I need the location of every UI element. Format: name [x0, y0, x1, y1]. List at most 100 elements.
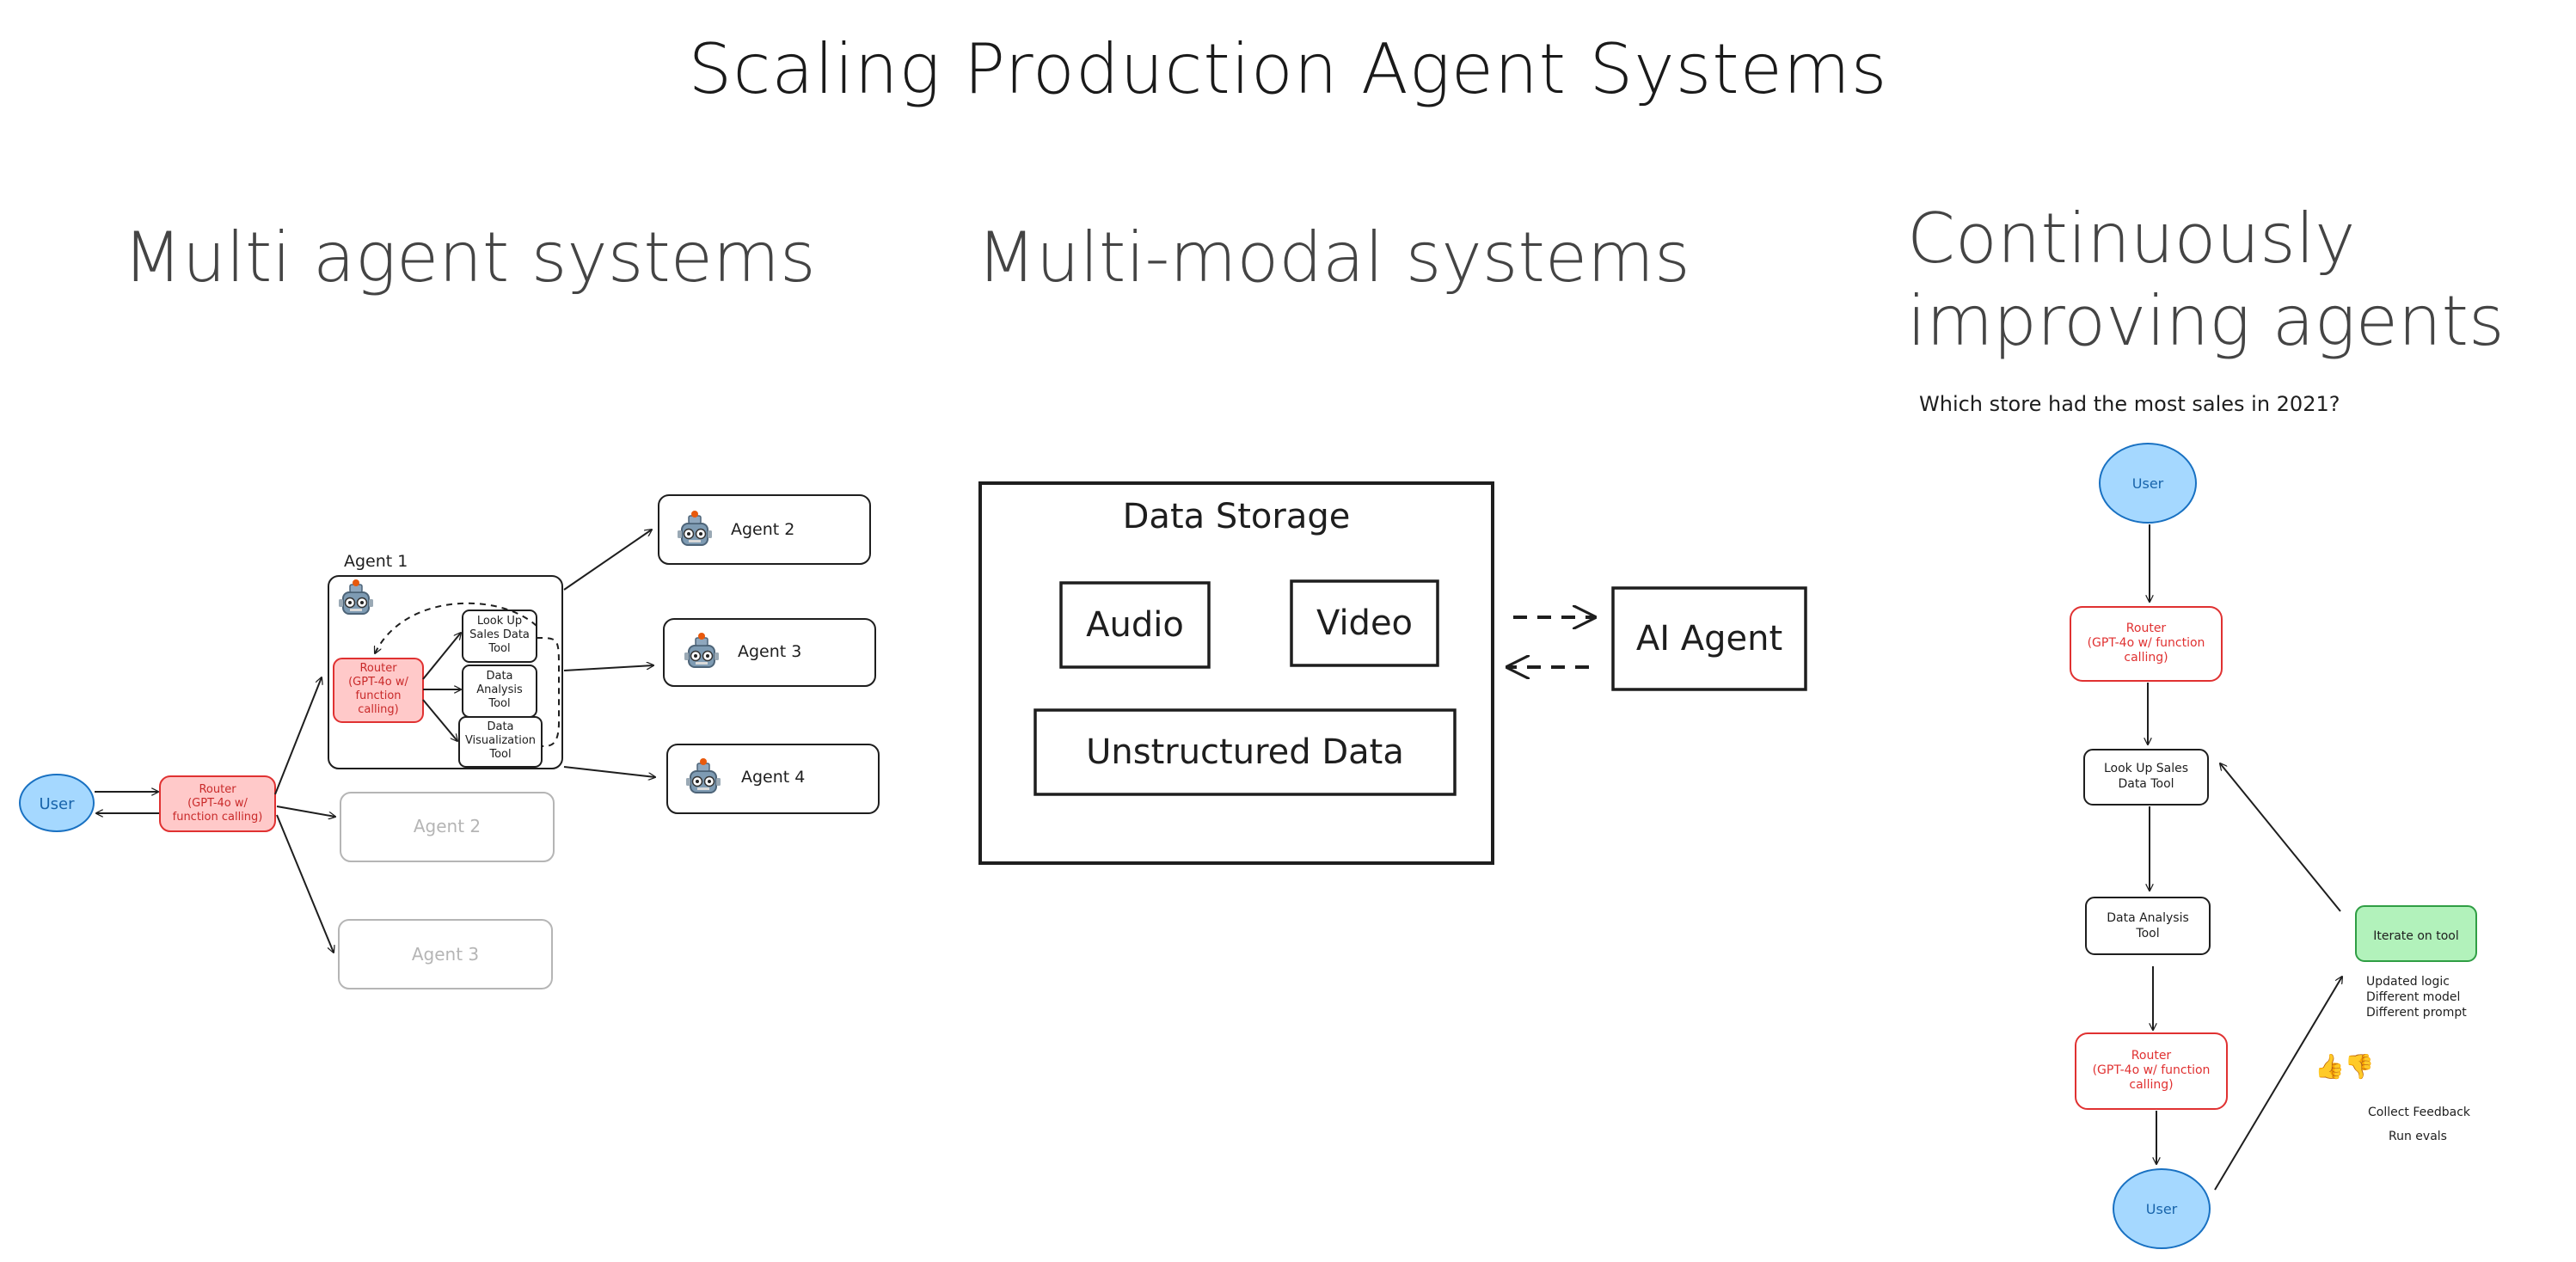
remote-agent-label: Agent 2	[731, 520, 794, 539]
user-bottom-label: User	[2146, 1201, 2178, 1217]
faded-agent-label: Agent 3	[412, 944, 479, 965]
iterate-node: Iterate on tool	[2355, 905, 2477, 962]
remote-agent-2: Agent 2	[658, 494, 871, 565]
feedback-note: Run evals	[2389, 1130, 2447, 1143]
router-label-line: Router	[199, 783, 236, 796]
tool-label-line: Visualization	[465, 734, 536, 747]
tool-label-line: Look Up Sales	[2104, 762, 2188, 775]
arrow-agent1-to-agent2	[563, 530, 652, 591]
tool-label-line: Analysis	[476, 683, 523, 696]
router-label-line: (GPT-4o w/ function	[2088, 636, 2205, 650]
unstructured-label: Unstructured Data	[1086, 732, 1404, 772]
page-title: Scaling Production Agent Systems	[688, 29, 1888, 109]
tool-label-line: Sales Data	[469, 628, 530, 641]
router-label-line: Router	[359, 662, 397, 675]
question-text: Which store had the most sales in 2021?	[1919, 392, 2340, 416]
tool-label-line: Tool	[488, 697, 510, 710]
faded-agent-3: Agent 3	[338, 919, 553, 989]
audio-box: Audio	[1059, 581, 1211, 669]
router-label-line: function calling)	[173, 811, 263, 824]
user-bottom-node: User	[2113, 1168, 2211, 1249]
tool-label-line: Tool	[488, 748, 511, 761]
arrow-agent1-to-agent3	[563, 665, 653, 671]
arrow-router-to-faded-agent2	[276, 806, 335, 817]
arrow-router-to-agent1	[274, 677, 322, 795]
tool-label-line: Data Tool	[2118, 777, 2174, 791]
tool-label-line: Data Analysis	[2107, 911, 2189, 925]
iterate-note: Updated logic	[2366, 975, 2450, 989]
dashed-return-right	[536, 637, 560, 747]
remote-agent-4: Agent 4	[666, 744, 880, 814]
faded-agent-label: Agent 2	[414, 816, 481, 836]
continuous-diagram: Which store had the most sales in 2021? …	[1919, 392, 2477, 1249]
router-label-line: calling)	[2129, 1078, 2173, 1092]
video-label: Video	[1316, 603, 1413, 643]
faded-agent-2: Agent 2	[340, 792, 555, 862]
thumbs-icon: 👍👎	[2315, 1052, 2375, 1081]
remote-agent-3: Agent 3	[663, 618, 876, 687]
svg-text:Router(GPT-4o w/function calli: Router(GPT-4o w/function calling)	[173, 783, 263, 824]
router-label-line: calling)	[2124, 651, 2168, 665]
feedback-note: Collect Feedback	[2368, 1106, 2471, 1119]
iterate-note: Different model	[2366, 990, 2460, 1004]
storage-label: Data Storage	[1123, 497, 1351, 536]
router-label-line: (GPT-4o w/	[187, 797, 248, 810]
remote-agent-label: Agent 3	[738, 642, 801, 661]
tool-label-line: Tool	[2135, 927, 2159, 940]
remote-agent-label: Agent 4	[741, 768, 805, 787]
arrow-router-to-visualization	[422, 699, 457, 741]
ai-agent-box: AI Agent	[1611, 586, 1807, 691]
router-label-line: calling)	[358, 703, 399, 716]
iterate-label: Iterate on tool	[2373, 929, 2459, 943]
tool-label-line: Look Up	[477, 615, 522, 628]
arrow-router-to-lookup	[422, 633, 461, 680]
unstructured-data-box: Unstructured Data	[1033, 708, 1457, 796]
multi-agent-diagram: User Router(GPT-4o w/function calling) A…	[19, 494, 880, 989]
dashed-return-arrow	[375, 602, 537, 653]
user-label: User	[39, 795, 75, 813]
router-label-line: (GPT-4o w/	[348, 676, 408, 689]
router-label-line: Router	[2131, 1049, 2172, 1063]
tool-label-line: Tool	[488, 642, 510, 655]
router-node: Router(GPT-4o w/function calling)	[159, 775, 276, 832]
multi-agent-heading: Multi agent systems	[123, 217, 816, 297]
router-label-line: function	[355, 689, 401, 702]
arrow-iterate-to-lookup	[2220, 763, 2341, 912]
arrow-router-to-faded-agent3	[276, 814, 334, 953]
tool-label-line: Data	[486, 670, 512, 683]
multi-modal-heading: Multi-modal systems	[977, 217, 1690, 297]
continuous-heading: Continuously improving agents	[1907, 199, 2505, 361]
user-top-node: User	[2099, 443, 2197, 524]
router-label-line: (GPT-4o w/ function	[2093, 1063, 2211, 1077]
video-box: Video	[1290, 579, 1439, 667]
ai-agent-label: AI Agent	[1636, 619, 1782, 659]
robot-icon	[338, 579, 374, 615]
multi-modal-diagram: Data Storage Audio Video Unstructured Da…	[978, 481, 1807, 865]
audio-label: Audio	[1086, 605, 1184, 645]
user-top-label: User	[2132, 475, 2164, 492]
router-label-line: Router	[2126, 622, 2167, 635]
agent1-label: Agent 1	[344, 552, 408, 571]
data-storage-box: Data Storage	[978, 481, 1494, 865]
tool-label-line: Data	[487, 720, 513, 733]
iterate-note: Different prompt	[2366, 1006, 2467, 1020]
